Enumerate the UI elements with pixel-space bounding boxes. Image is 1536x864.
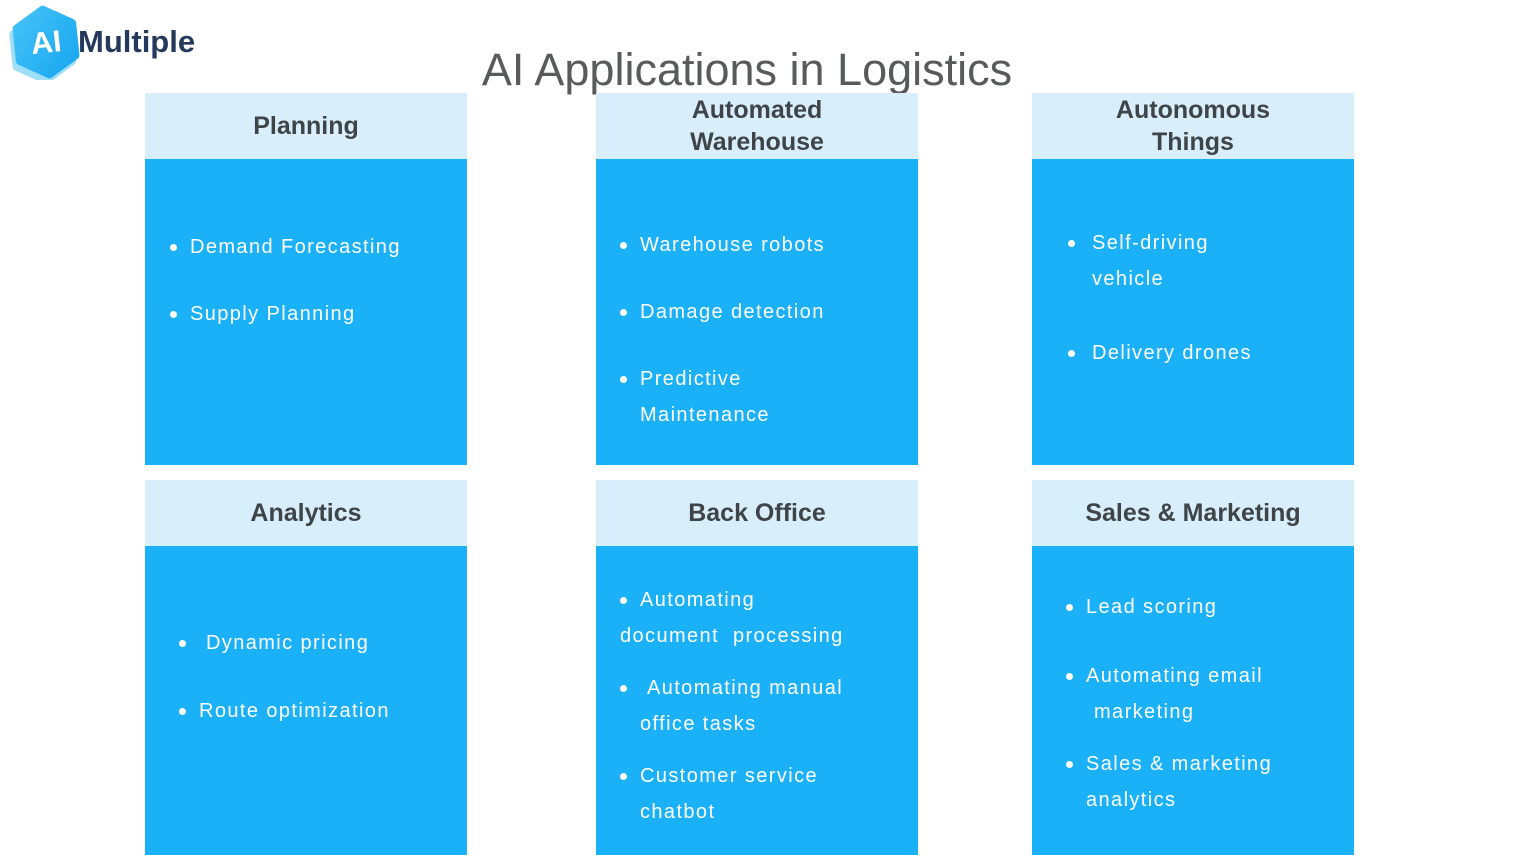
item-line: marketing [1094,701,1195,723]
bullet-icon [620,685,627,692]
item-line: office tasks [640,713,757,735]
item-line: Automating manual [640,677,844,699]
item-line: Customer service [640,765,818,787]
card-autonomous-things: Autonomous Things Self-driving vehicle D… [1032,93,1354,465]
item-line: Warehouse robots [640,234,826,256]
list-item: Customer service chatbot [620,758,908,830]
bullet-icon [620,242,627,249]
item-line: Predictive [640,368,742,390]
list-item: Automating manual office tasks [620,670,908,742]
card-title: Analytics [250,499,362,527]
bullet-icon [170,244,177,251]
card-title: Autonomous Things [1115,96,1271,156]
card-header: Planning [145,93,467,159]
card-body: Automating document processing Automatin… [596,546,918,855]
item-list: Demand Forecasting Supply Planning [145,159,467,332]
item-line: document processing [620,625,844,647]
card-sales-marketing: Sales & Marketing Lead scoring Automatin… [1032,480,1354,855]
bullet-icon [620,309,627,316]
bullet-icon [620,773,627,780]
item-line: analytics [1086,789,1177,811]
card-planning: Planning Demand Forecasting Supply Plann… [145,93,467,465]
card-title: Automated Warehouse [690,96,824,156]
item-line: Dynamic pricing [199,632,370,654]
list-item: Predictive Maintenance [620,361,908,433]
list-item: Route optimization [179,693,457,729]
card-body: Lead scoring Automating email marketing … [1032,546,1354,855]
item-line: Route optimization [199,700,390,722]
list-item: Delivery drones [1068,335,1344,371]
item-list: Dynamic pricing Route optimization [145,546,467,729]
aimultiple-logo: AI Multiple [8,4,195,80]
list-item: Automating email marketing [1066,658,1344,730]
card-automated-warehouse: Automated Warehouse Warehouse robots Dam… [596,93,918,465]
item-list: Self-driving vehicle Delivery drones [1032,159,1354,371]
list-item: Self-driving vehicle [1068,225,1344,297]
item-line: Maintenance [640,404,770,426]
logo-brand-text: Multiple [78,24,196,59]
card-body: Self-driving vehicle Delivery drones [1032,159,1354,465]
card-header: Analytics [145,480,467,546]
item-line: vehicle [1092,268,1165,290]
card-body: Dynamic pricing Route optimization [145,546,467,855]
item-line: Delivery drones [1092,342,1252,364]
bullet-icon [1068,240,1075,247]
item-line: Supply Planning [190,303,356,325]
card-header: Automated Warehouse [596,93,918,159]
item-list: Lead scoring Automating email marketing … [1032,546,1354,818]
list-item: Lead scoring [1066,589,1344,625]
card-body: Demand Forecasting Supply Planning [145,159,467,465]
list-item: Sales & marketing analytics [1066,746,1344,818]
list-item: Warehouse robots [620,227,908,263]
item-line: Sales & marketing [1086,753,1273,775]
bullet-icon [179,640,186,647]
item-line: Automating email [1086,665,1263,687]
card-header: Back Office [596,480,918,546]
card-analytics: Analytics Dynamic pricing Route optimiza… [145,480,467,855]
card-header: Sales & Marketing [1032,480,1354,546]
bullet-icon [620,597,627,604]
item-line: Automating [640,589,756,611]
item-line: Self-driving [1092,232,1209,254]
item-line: chatbot [640,801,716,823]
list-item: Supply Planning [170,296,457,332]
card-body: Warehouse robots Damage detection Predic… [596,159,918,465]
list-item: Damage detection [620,294,908,330]
item-line: Lead scoring [1086,596,1218,618]
bullet-icon [1068,350,1075,357]
logo-ai-text: AI [29,24,63,61]
card-back-office: Back Office Automating document processi… [596,480,918,855]
bullet-icon [620,376,627,383]
item-line: Demand Forecasting [190,236,401,258]
list-item: Dynamic pricing [179,625,457,661]
list-item: Automating document processing [620,582,908,654]
bullet-icon [1066,761,1073,768]
bullet-icon [1066,673,1073,680]
bullet-icon [179,708,186,715]
logo-hexagon-icon: AI [9,5,80,80]
card-title: Planning [253,112,359,140]
item-list: Automating document processing Automatin… [596,546,918,830]
bullet-icon [1066,604,1073,611]
bullet-icon [170,311,177,318]
card-header: Autonomous Things [1032,93,1354,159]
page-title: AI Applications in Logistics [481,44,1013,96]
item-line: Damage detection [640,301,825,323]
item-list: Warehouse robots Damage detection Predic… [596,159,918,433]
list-item: Demand Forecasting [170,229,457,265]
card-title: Back Office [688,499,826,527]
card-title: Sales & Marketing [1085,499,1301,527]
